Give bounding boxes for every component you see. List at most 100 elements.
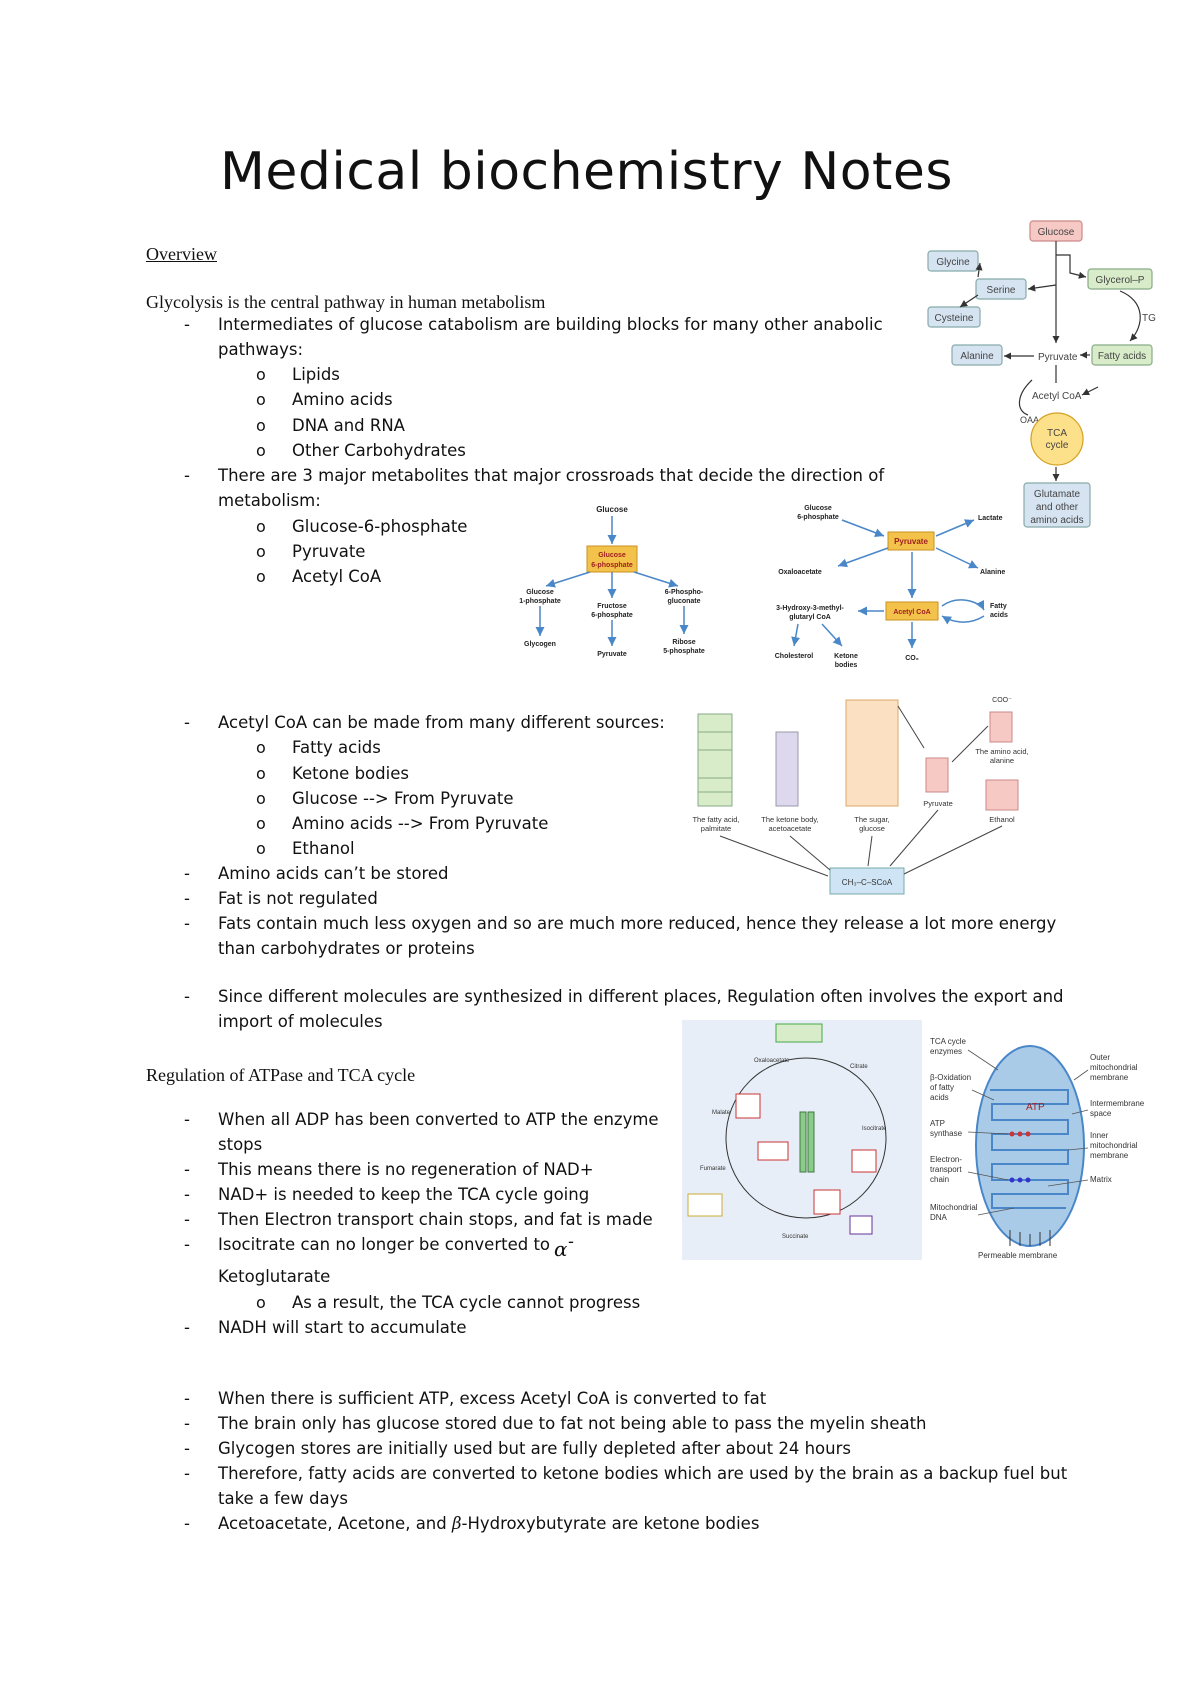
fig2-glucose: Glucose [596, 505, 628, 514]
sub-item: Ethanol [292, 839, 355, 858]
overview-heading: Overview [146, 244, 217, 264]
dash-marker: - [184, 1414, 190, 1433]
bullet-text: Isocitrate can no longer be converted to [218, 1235, 551, 1254]
sub-bullet-marker: o [256, 441, 266, 460]
alpha-symbol: α [554, 1237, 568, 1261]
dash-marker: - [184, 914, 190, 933]
bullet-text: Since different molecules are synthesize… [218, 987, 1064, 1006]
overview-intro: Glycolysis is the central pathway in hum… [146, 292, 546, 312]
sub-bullet-marker: o [256, 738, 266, 757]
fig3-hmg-2: glutaryl CoA [789, 614, 831, 621]
svg-text:and other: and other [1036, 502, 1079, 513]
overview-list: - Intermediates of glucose catabolism ar… [0, 312, 900, 933]
serine-box: Serine [975, 278, 1027, 300]
svg-text:Alanine: Alanine [960, 351, 994, 362]
fig3-pyruvate-box: Pyruvate [887, 531, 935, 551]
beta-oxidation-label-3: acids [930, 1093, 949, 1102]
atp-synthase-label-2: synthase [930, 1129, 963, 1138]
sub-item: Glucose-6-phosphate [292, 517, 468, 536]
pyruvate-structure [925, 757, 949, 793]
bullet-text-part: -Hydroxybutyrate are ketone bodies [461, 1514, 760, 1533]
atp-synthase-label: ATP [930, 1119, 945, 1128]
bullet-text: Amino acids can’t be stored [218, 864, 449, 883]
fig3-g6p: Glucose [804, 505, 832, 512]
bullet-text: There are 3 major metabolites that major… [218, 466, 885, 485]
svg-text:Glucose: Glucose [1038, 227, 1075, 238]
inner-membrane-label-2: mitochondrial [1090, 1141, 1138, 1150]
fig4-fa-2: palmitate [701, 824, 731, 833]
citrate-label: Citrate [850, 1064, 868, 1070]
beta-oxidation-label-2: of fatty [930, 1083, 954, 1092]
enzyme-box [849, 1215, 873, 1235]
pyruvate-acetylcoa-diagram: Glucose 6-phosphate Pyruvate Lactate Oxa… [775, 505, 1008, 669]
enzyme-box [813, 1189, 841, 1215]
ethanol-structure [985, 779, 1019, 811]
fig2-g1p-2: 1-phosphate [519, 598, 561, 605]
tca-cycle-figure: Oxaloacetate Isocitrate Succinate Fumara… [682, 1020, 922, 1260]
fig3-g6p-2: 6-phosphate [797, 514, 839, 521]
sub-bullet-marker: o [256, 517, 266, 536]
fig3-oxaloacetate: Oxaloacetate [778, 569, 822, 576]
outer-membrane-label-3: membrane [1090, 1073, 1129, 1082]
matrix-label: Matrix [1090, 1175, 1112, 1184]
mitochondrion-shape [975, 1045, 1085, 1247]
outer-membrane-label: Outer [1090, 1053, 1110, 1062]
fig2-6pg-2: gluconate [667, 598, 700, 605]
dash-marker: - [184, 987, 190, 1006]
sub-bullet-marker: o [256, 789, 266, 808]
alanine-box: Alanine [951, 344, 1003, 366]
glycine-box: Glycine [927, 250, 979, 272]
bullet-text: Ketoglutarate [218, 1267, 331, 1286]
tca-enzymes-label: TCA cycle [930, 1037, 967, 1046]
alanine-structure [989, 711, 1013, 743]
bullet-text: Fat is not regulated [218, 889, 378, 908]
fig4-arrows [719, 705, 1003, 877]
fig4-kb: The ketone body, [761, 815, 818, 824]
fig3-lactate: Lactate [978, 515, 1003, 522]
atp-label: ATP [1026, 1102, 1045, 1113]
dash-marker: - [184, 1235, 190, 1254]
sub-bullet-marker: o [256, 814, 266, 833]
mito-dna-label-2: DNA [930, 1213, 948, 1222]
dash-marker: - [184, 466, 190, 485]
beta-oxidation-label: β-Oxidation [930, 1073, 971, 1082]
sub-item: DNA and RNA [292, 416, 405, 435]
dash-marker: - [184, 1160, 190, 1179]
fig2-r5p: Ribose [672, 639, 695, 646]
dash-marker: - [184, 1210, 190, 1229]
fig4-sugar: The sugar, [854, 815, 889, 824]
bullet-text: pathways: [218, 340, 304, 359]
permeable-arrows [1009, 1230, 1051, 1246]
fumarate-label: Fumarate [700, 1166, 726, 1172]
svg-text:Glycerol–P: Glycerol–P [1096, 275, 1145, 286]
fig2-arrows [535, 516, 689, 646]
fig2-pyruvate: Pyruvate [597, 651, 627, 658]
fig4-pyruvate: Pyruvate [923, 799, 953, 808]
sub-item: As a result, the TCA cycle cannot progre… [292, 1293, 641, 1312]
bullet-text: Fats contain much less oxygen and so are… [218, 914, 1057, 933]
bullet-text: Acetoacetate, Acetone, and β-Hydroxybuty… [218, 1511, 759, 1536]
oaa-label: OAA [1020, 415, 1039, 425]
bullet-text: Acetyl CoA can be made from many differe… [218, 713, 665, 732]
fig3-cholesterol: Cholesterol [775, 653, 814, 660]
svg-text:Cysteine: Cysteine [935, 313, 974, 324]
metabolism-overview-diagram: Glucose Glycine Serine Cysteine Glycerol… [927, 220, 1156, 528]
bullet-text: import of molecules [218, 1012, 383, 1031]
sugar-structure [845, 699, 899, 807]
svg-text:Acetyl CoA: Acetyl CoA [893, 609, 930, 616]
dash-marker: - [184, 864, 190, 883]
sub-bullet-marker: o [256, 542, 266, 561]
fig3-alanine: Alanine [980, 569, 1005, 576]
beta-symbol: β [451, 1514, 462, 1533]
enzyme-box [687, 1193, 723, 1217]
etc-label-3: chain [930, 1175, 949, 1184]
bullet-text: This means there is no regeneration of N… [218, 1160, 594, 1179]
inner-membrane-label: Inner [1090, 1131, 1109, 1140]
fig2-f6p: Fructose [597, 603, 627, 610]
alpha-dash: - [568, 1232, 574, 1251]
svg-text:Glucose: Glucose [598, 552, 626, 559]
acetylcoa-box: CH₃–C–SCoA [829, 867, 905, 895]
svg-text:TCA: TCA [1047, 428, 1067, 439]
fig4-sugar-2: glucose [859, 824, 885, 833]
